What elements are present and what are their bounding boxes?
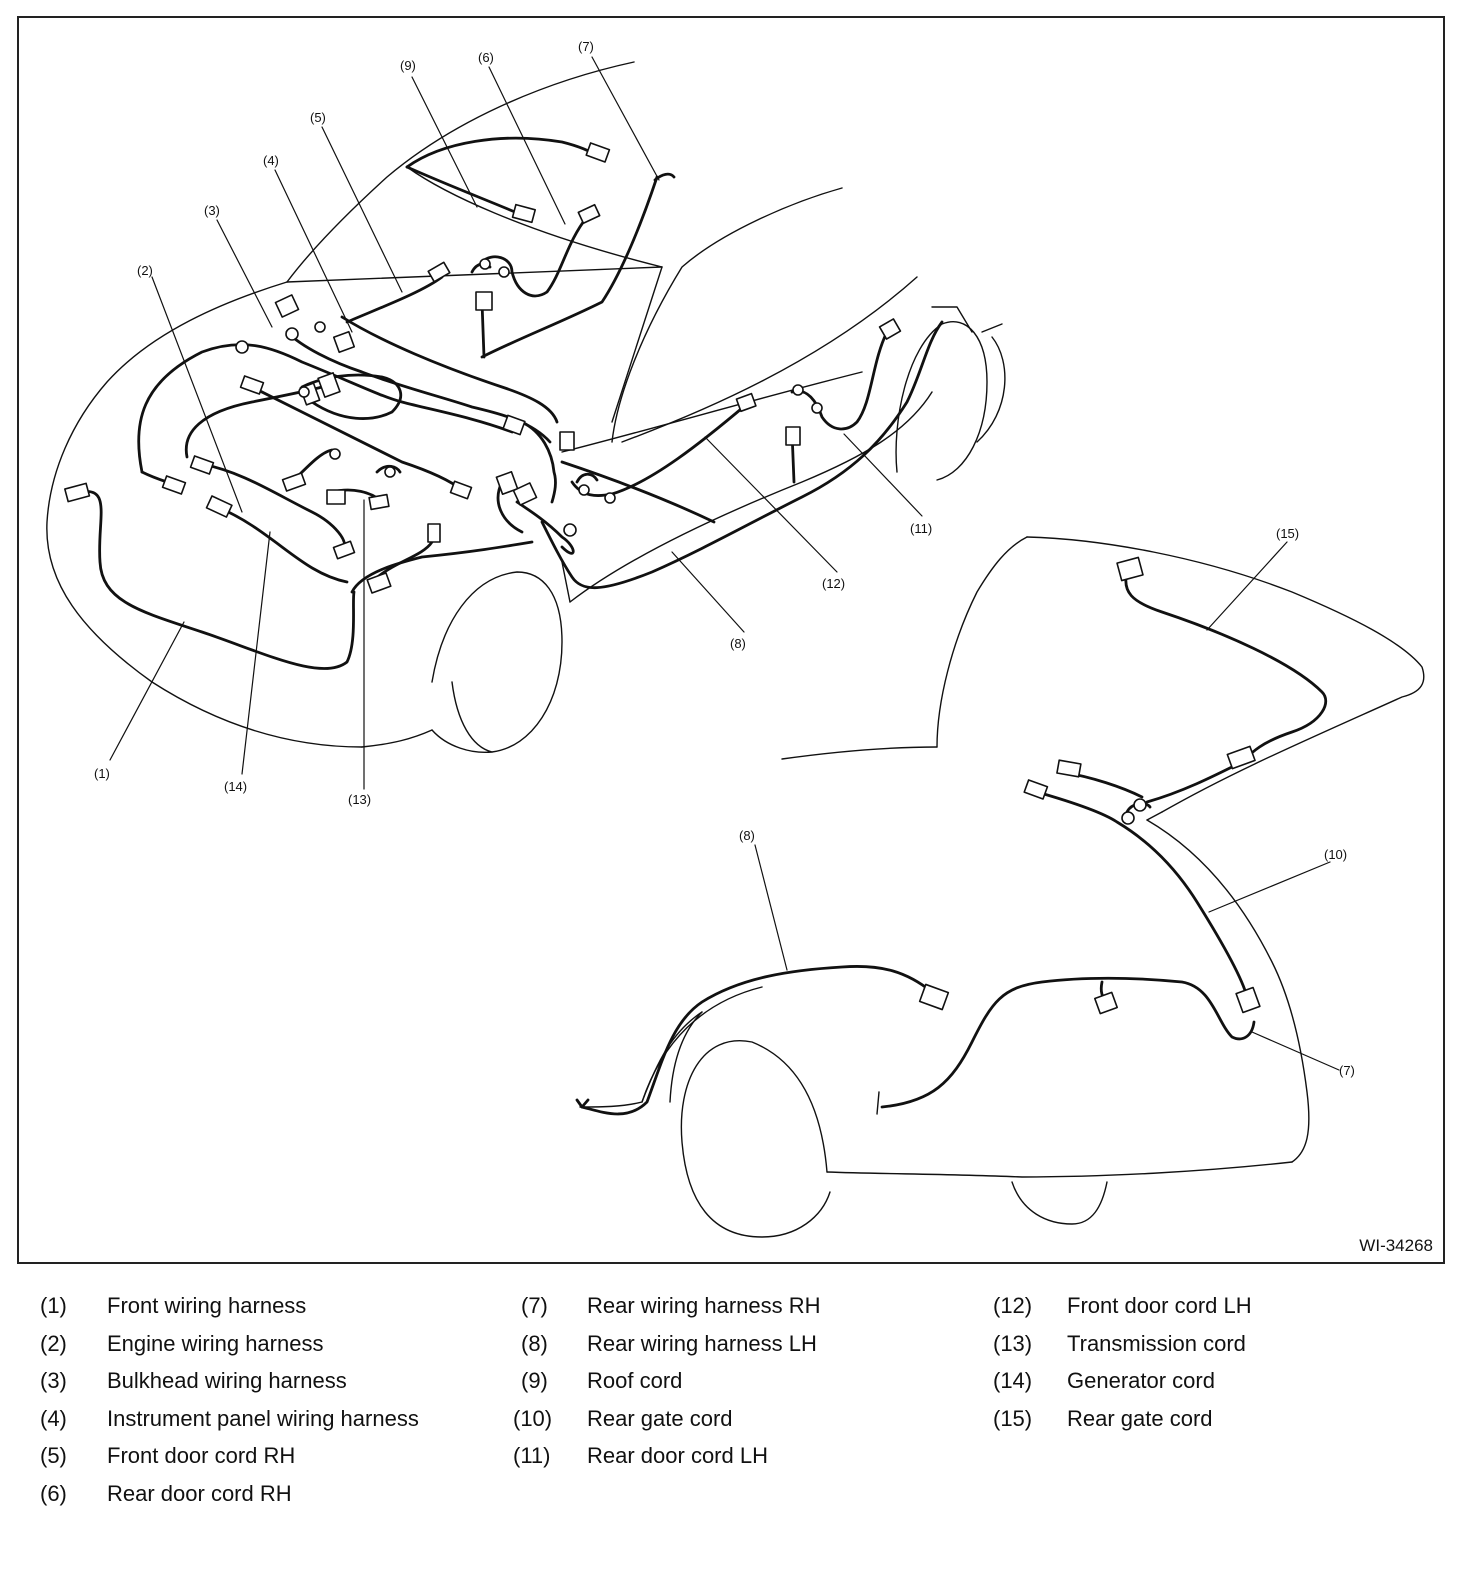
legend-label: Rear door cord RH <box>107 1480 292 1506</box>
legend-number: (6) <box>40 1480 67 1506</box>
wiring-drawing: (1) (2) (3) (4) (5) (6) (7) (8) (9) (10)… <box>19 39 1443 1262</box>
legend-number: (8) <box>521 1330 548 1356</box>
callout-10: (10) <box>1324 847 1347 862</box>
legend: (1) Front wiring harness (2) Engine wiring… <box>0 1293 1472 1533</box>
callout-labels: (1) (2) (3) (4) (5) (6) (7) (8) (9) (10)… <box>94 39 1355 1078</box>
callout-13: (13) <box>348 792 371 807</box>
legend-label: Rear gate cord <box>587 1405 733 1431</box>
callout-1: (1) <box>94 766 110 781</box>
legend-number: (15) <box>993 1405 1033 1431</box>
legend-label: Roof cord <box>587 1368 683 1393</box>
legend-label: Rear wiring harness RH <box>587 1293 821 1318</box>
legend-number: (11) <box>513 1443 551 1468</box>
figure-id: WI-34268 <box>1359 1236 1433 1255</box>
leader-lines <box>110 57 1339 1070</box>
callout-14: (14) <box>224 779 247 794</box>
legend-number: (14) <box>993 1368 1033 1393</box>
legend-label: Instrument panel wiring harness <box>107 1405 419 1431</box>
callout-9: (9) <box>400 58 416 73</box>
legend-number: (12) <box>993 1293 1033 1318</box>
callout-7: (7) <box>578 39 594 54</box>
legend-number: (7) <box>521 1293 548 1318</box>
front-connectors <box>65 143 901 593</box>
callout-7-rear: (7) <box>1339 1063 1355 1078</box>
callout-8-rear: (8) <box>739 828 755 843</box>
callout-2: (2) <box>137 263 153 278</box>
callout-11: (11) <box>910 521 932 536</box>
front-car-body-outline <box>47 62 1005 752</box>
legend-label: Engine wiring harness <box>107 1330 324 1356</box>
legend-label: Front door cord LH <box>1067 1293 1252 1318</box>
legend-number: (2) <box>40 1330 67 1356</box>
callout-5: (5) <box>310 110 326 125</box>
wiring-diagram-figure: (1) (2) (3) (4) (5) (6) (7) (8) (9) (10)… <box>17 16 1445 1264</box>
callout-15: (15) <box>1276 526 1299 541</box>
legend-number: (9) <box>521 1368 548 1393</box>
legend-label: Front wiring harness <box>107 1293 307 1318</box>
legend-number: (1) <box>40 1293 67 1318</box>
callout-4: (4) <box>263 153 279 168</box>
legend-number: (13) <box>993 1330 1033 1356</box>
legend-label: Rear gate cord <box>1067 1405 1213 1431</box>
callout-6: (6) <box>478 50 494 65</box>
legend-label: Rear wiring harness LH <box>587 1330 817 1356</box>
rear-harness-lines <box>577 572 1326 1114</box>
legend-label: Transmission cord <box>1067 1330 1246 1356</box>
callout-3: (3) <box>204 203 220 218</box>
rear-connectors <box>920 557 1260 1013</box>
legend-number: (5) <box>40 1443 67 1468</box>
legend-number: (4) <box>40 1405 67 1431</box>
legend-label: Generator cord <box>1067 1368 1215 1393</box>
legend-label: Front door cord RH <box>107 1443 296 1468</box>
legend-number: (10) <box>513 1405 553 1431</box>
legend-number: (3) <box>40 1368 67 1393</box>
callout-8: (8) <box>730 636 746 651</box>
rear-car-body-outline <box>580 537 1424 1237</box>
legend-label: Rear door cord LH <box>587 1443 768 1468</box>
legend-label: Bulkhead wiring harness <box>107 1368 347 1393</box>
callout-12: (12) <box>822 576 845 591</box>
